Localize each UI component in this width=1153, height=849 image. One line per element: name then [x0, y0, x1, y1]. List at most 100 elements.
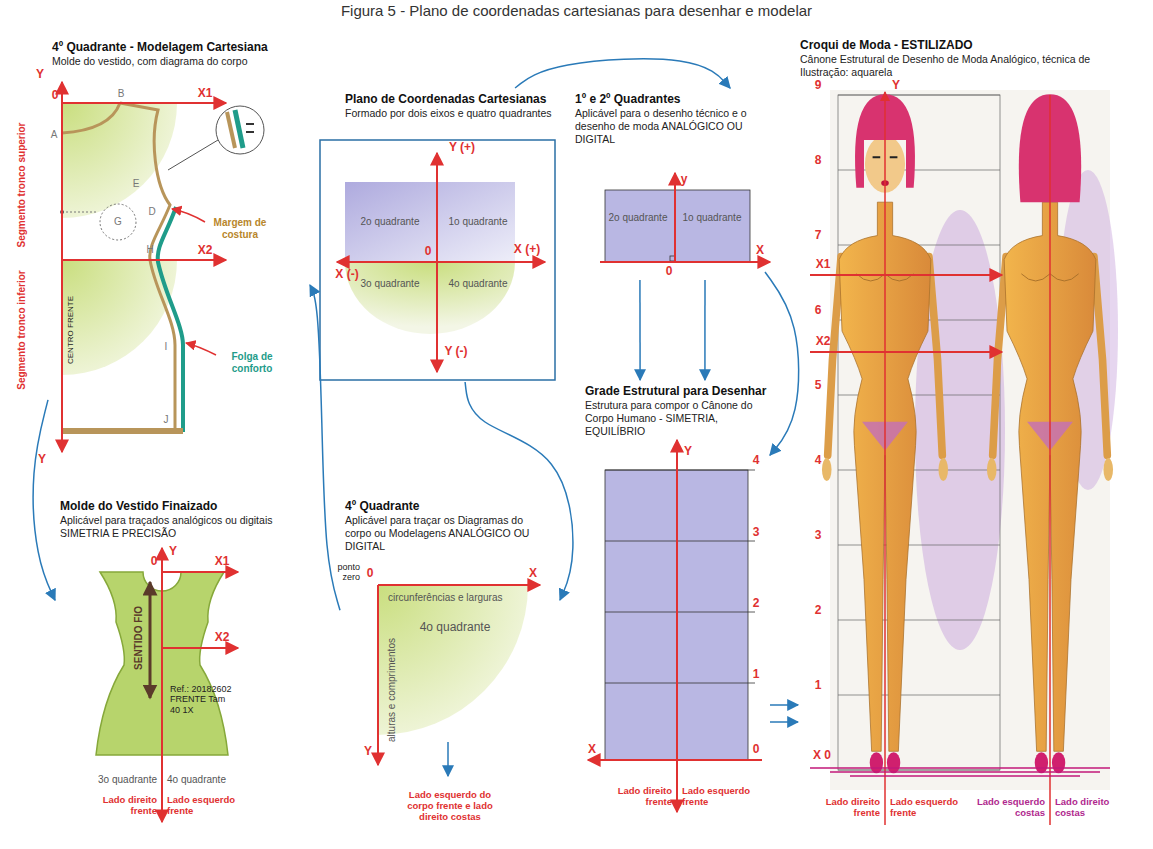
- axis-label: 5: [815, 379, 822, 393]
- point-letter: E: [133, 178, 140, 190]
- axis-label: 4: [753, 454, 760, 468]
- pattern-drawing: [158, 207, 183, 432]
- side-label: Lado esquerdo frente: [167, 795, 241, 817]
- axis-label: y: [681, 173, 688, 187]
- axis-label: 0: [367, 567, 374, 581]
- panel-text: Estrutura para compor o Cânone do Corpo …: [585, 399, 767, 438]
- structural-grid: [588, 440, 762, 812]
- axis-label: X2: [816, 335, 831, 349]
- side-label: Lado direito frente: [598, 786, 672, 808]
- quadrants-1-2: [605, 190, 750, 262]
- quadrant-4: [378, 584, 540, 586]
- panel: 1º e 2º QuadrantesAplicável para o desen…: [572, 88, 765, 280]
- axis-label: X (+): [514, 243, 540, 257]
- axis-label: 0: [151, 555, 158, 569]
- panel-heading: 1º e 2º Quadrantes: [575, 92, 755, 107]
- axis-label: Y (+): [449, 141, 475, 155]
- segment-label: Segmento tronco inferior: [16, 270, 28, 389]
- side-label: Lado esquerdo frente: [682, 786, 756, 808]
- axis-label: X: [588, 743, 596, 757]
- quadrant-4: [378, 585, 528, 735]
- panel-heading: Grade Estrutural para Desenhar: [585, 384, 767, 399]
- structural-grid: [588, 759, 762, 761]
- axis-label: 6: [815, 304, 822, 318]
- pattern-ref: Ref.: 20182602 FRENTE Tam 40 1X: [170, 684, 236, 715]
- axis-label: X 0: [813, 749, 831, 763]
- fashion-croquis: [810, 274, 1002, 276]
- axis-label: 0: [753, 743, 760, 757]
- canon-grid: [838, 620, 1000, 621]
- axis-label: 9: [815, 79, 822, 93]
- quadrant-label: 4o quadrante: [420, 621, 491, 635]
- quadrants-1-2: [674, 173, 676, 262]
- pattern-drawing: [235, 110, 243, 148]
- axis-label: 3: [815, 529, 822, 543]
- dress-pattern: [162, 647, 238, 649]
- side-label: Lado esquerdo do corpo frente e lado dir…: [400, 790, 500, 823]
- pattern-drawing: [60, 82, 264, 452]
- quadrant-label: 2o quadrante: [609, 212, 668, 224]
- fashion-croquis: [810, 90, 1118, 825]
- axis-label: Y: [684, 445, 692, 459]
- axis-label: 2: [815, 604, 822, 618]
- side-label: Lado direito frente: [806, 797, 880, 819]
- callout-label: Margem de costura: [204, 217, 276, 240]
- quadrant-label: 3o quadrante: [98, 774, 157, 786]
- quadrant-4: [378, 585, 540, 776]
- axis-label: Y: [892, 79, 900, 93]
- side-label: Lado direito costas: [1055, 797, 1129, 819]
- structural-grid: [605, 470, 755, 683]
- cartesian-plane: [320, 140, 555, 380]
- fashion-croquis: [884, 92, 886, 825]
- center-line-label: CENTRO FRENTE: [66, 296, 75, 364]
- figure-title: Figura 5 - Plano de coordenadas cartesia…: [0, 2, 1153, 19]
- panel-heading: Croqui de Moda - ESTILIZADO: [800, 38, 1100, 53]
- panel: 4º QuadranteAplicável para traçar os Dia…: [340, 495, 560, 815]
- segment-label: Segmento tronco superior: [16, 122, 28, 247]
- flow-arrow: [765, 272, 799, 455]
- panel-text: Aplicável para traçados analógicos ou di…: [60, 514, 305, 540]
- pattern-drawing: [216, 106, 264, 154]
- dress-pattern: [162, 571, 238, 573]
- cartesian-plane: [320, 140, 555, 380]
- panel: 4º Quadrante - Modelagem CartesianaMolde…: [48, 36, 310, 476]
- pattern-drawing: [62, 103, 177, 218]
- axis-label: Y: [36, 68, 44, 82]
- panel-heading: 4º Quadrante - Modelagem Cartesiana: [52, 40, 310, 55]
- axis-label: 1: [753, 668, 760, 682]
- flow-arrow: [770, 721, 798, 723]
- panel-text: Cânone Estrutural de Desenho de Moda Ana…: [800, 53, 1100, 79]
- pattern-drawing: [100, 204, 136, 240]
- callout-label: Folga de conforto: [217, 351, 287, 374]
- flow-arrow: [704, 280, 706, 380]
- axis-label: X2: [198, 244, 213, 258]
- pattern-drawing: [172, 209, 205, 222]
- side-label: Lado esquerdo frente: [890, 797, 964, 819]
- quadrant-4: [377, 585, 379, 765]
- side-label: Lado direito frente: [83, 795, 157, 817]
- pattern-drawing: [62, 102, 226, 104]
- flow-arrow: [770, 704, 798, 706]
- quadrant-label: 3o quadrante: [361, 278, 420, 290]
- pattern-drawing: [168, 140, 218, 170]
- fashion-croquis: [810, 351, 1002, 353]
- panel-text: Molde do vestido, com diagrama do corpo: [52, 55, 310, 68]
- panel-text: Aplicável para traçar os Diagramas do co…: [345, 514, 550, 553]
- axis-label: 1: [815, 679, 822, 693]
- flow-arrow: [465, 382, 573, 600]
- fashion-croquis: [810, 768, 1110, 776]
- axis-label: 7: [815, 229, 822, 243]
- origin-label: ponto zero: [324, 562, 360, 583]
- flow-arrow: [33, 400, 55, 600]
- structural-grid: [676, 440, 678, 812]
- point-letter: H: [146, 244, 153, 256]
- axis-label: Y: [364, 745, 372, 759]
- axis-label: X (-): [335, 268, 358, 282]
- panel-heading: 4º Quadrante: [345, 499, 550, 514]
- panel: Grade Estrutural para DesenharEstrutura …: [582, 380, 770, 800]
- panel-heading: Plano de Coordenadas Cartesianas: [345, 92, 555, 107]
- quadrant-label: 1o quadrante: [683, 212, 742, 224]
- panel-heading: Molde do Vestido Finaizado: [60, 499, 305, 514]
- quadrants-1-2: [600, 173, 770, 262]
- side-label: Lado esquerdo costas: [971, 797, 1045, 819]
